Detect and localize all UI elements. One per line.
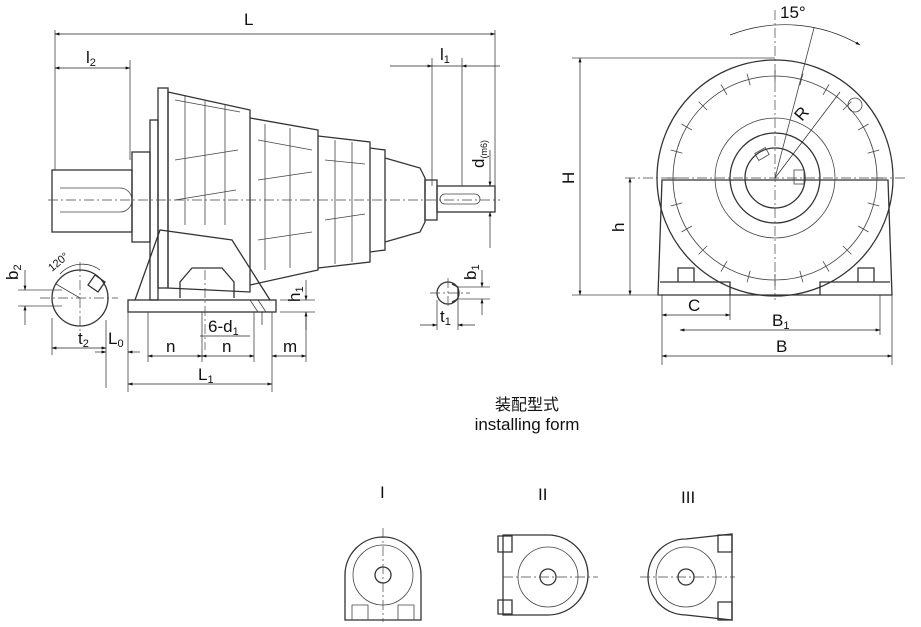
caption-en: installing form — [475, 415, 580, 434]
dim-L1: L1 — [198, 365, 214, 386]
flange-tick — [822, 84, 830, 96]
output-shaft-section — [18, 262, 140, 392]
form-I-label: I — [380, 483, 385, 502]
flange-tick — [720, 260, 728, 272]
dim-t2: t2 — [78, 329, 89, 350]
output-shaft — [51, 169, 133, 233]
flange-tick — [842, 245, 852, 255]
dim-n-right: n — [222, 337, 231, 356]
dim-L0: L0 — [108, 329, 124, 350]
flange-tick — [857, 225, 869, 233]
dim-B1: B1 — [772, 311, 789, 332]
angle-15: 15° — [780, 3, 806, 22]
caption-zh: 装配型式 — [495, 395, 559, 414]
flange-tick — [670, 149, 683, 154]
angle-120: 120° — [46, 250, 71, 274]
flange — [131, 87, 169, 301]
flange-tick — [746, 73, 751, 86]
flange-tick — [681, 225, 693, 233]
dim-h: h — [609, 223, 628, 232]
dim-b1: b1 — [461, 264, 482, 280]
dim-h1: h1 — [285, 286, 306, 302]
flange-tick — [867, 149, 880, 154]
gear-housing — [167, 91, 438, 293]
dim-L: L — [244, 10, 253, 29]
flange-tick — [799, 73, 804, 86]
dim-l2: l2 — [86, 48, 96, 69]
dim-n-left: n — [166, 337, 175, 356]
install-form-I: I — [344, 483, 422, 622]
dim-C: C — [688, 296, 700, 315]
front-view: 15° R H h C B1 B — [559, 3, 905, 365]
side-view: L l2 l1 d(m6) — [3, 10, 500, 392]
dim-H: H — [559, 172, 578, 184]
input-shaft-section — [420, 270, 490, 330]
flange-tick — [698, 245, 708, 255]
dim-m: m — [283, 337, 297, 356]
flange-tick — [842, 101, 852, 111]
form-II-label: II — [538, 485, 547, 504]
flange-tick — [698, 101, 708, 111]
dim-b2: b2 — [3, 264, 24, 280]
install-form-III: III — [640, 488, 735, 621]
flange-tick — [867, 202, 880, 207]
dim-B: B — [776, 337, 787, 356]
flange-tick — [822, 260, 830, 272]
flange-tick — [746, 270, 751, 283]
flange-tick — [799, 270, 804, 283]
flange-bolt-hole — [847, 97, 863, 113]
install-form-II: II — [497, 485, 598, 616]
dim-bolt-holes: 6-d1 — [208, 317, 239, 338]
flange-tick — [857, 123, 869, 131]
flange-tick — [670, 202, 683, 207]
form-III-label: III — [681, 488, 695, 507]
input-shaft — [436, 185, 496, 213]
flange-tick — [681, 123, 693, 131]
dim-d: d(m6) — [469, 140, 489, 168]
flange-tick — [720, 84, 728, 96]
dim-l1: l1 — [440, 45, 450, 66]
dim-t1: t1 — [440, 307, 451, 328]
